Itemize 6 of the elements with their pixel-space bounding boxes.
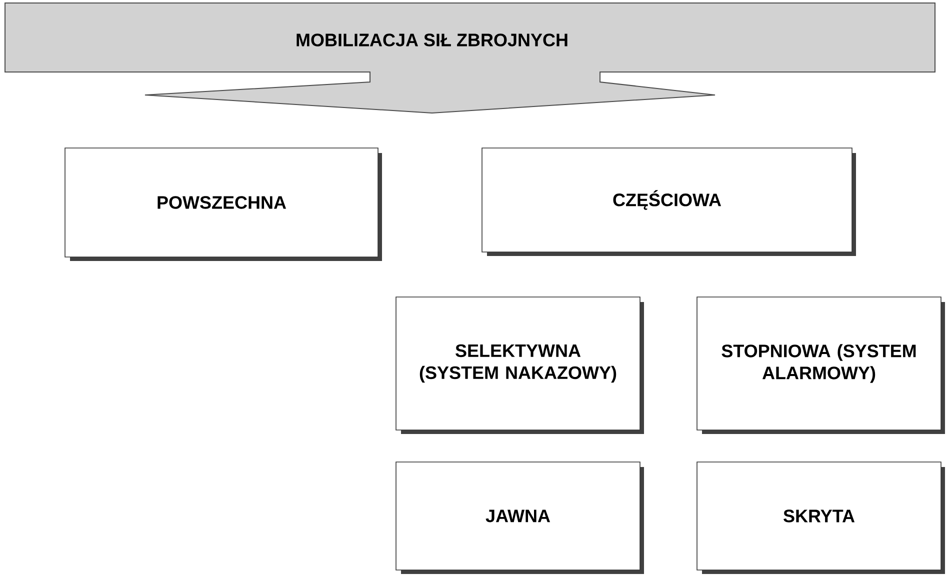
- category-box: CZĘŚCIOWA: [482, 148, 856, 256]
- category-box: SELEKTYWNA (SYSTEM NAKAZOWY): [396, 296, 644, 434]
- category-box: JAWNA: [396, 462, 644, 574]
- category-box: POWSZECHNA: [64, 148, 382, 261]
- category-box: SKRYTA: [696, 462, 945, 574]
- category-box: STOPNIOWA (SYSTEM ALARMOWY): [696, 296, 945, 434]
